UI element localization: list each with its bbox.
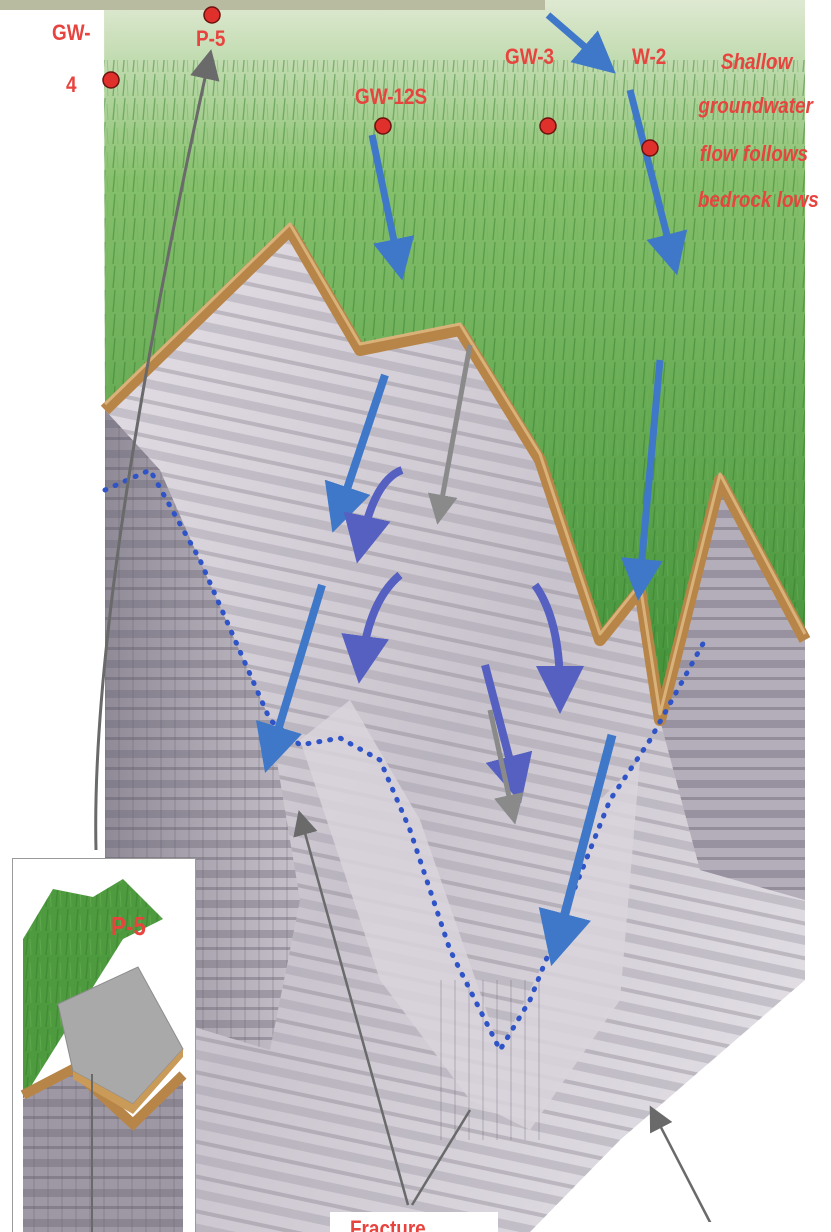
inset-block-illustration [13,859,195,1232]
lower-trough-cracks [440,980,540,1140]
bottom-right-leader [652,1110,712,1226]
inset-label-p5: P-5 [111,911,146,942]
inset-well-p5: P-5 [12,858,196,1232]
label-p5: P-5 [196,26,225,52]
top-band [0,0,545,10]
well-marker-icon[interactable] [204,7,220,23]
note-line-4: bedrock lows [698,186,819,214]
label-gw3: GW-3 [505,44,554,70]
fracture-label: Fracture [350,1216,426,1232]
label-gw4-line2: 4 [66,72,77,98]
well-marker-icon[interactable] [375,118,391,134]
fracture-label-box: Fracture [330,1212,498,1232]
well-marker-icon[interactable] [103,72,119,88]
well-marker-icon[interactable] [540,118,556,134]
label-gw12s: GW-12S [355,84,427,110]
well-marker-icon[interactable] [642,140,658,156]
bottom-right-label-box [640,1222,800,1232]
label-gw4-line1: GW- [52,20,90,46]
note-line-3: flow follows [700,140,808,168]
note-line-2: groundwater [698,92,813,120]
note-line-1: Shallow [721,48,792,76]
label-w2: W-2 [632,44,666,70]
